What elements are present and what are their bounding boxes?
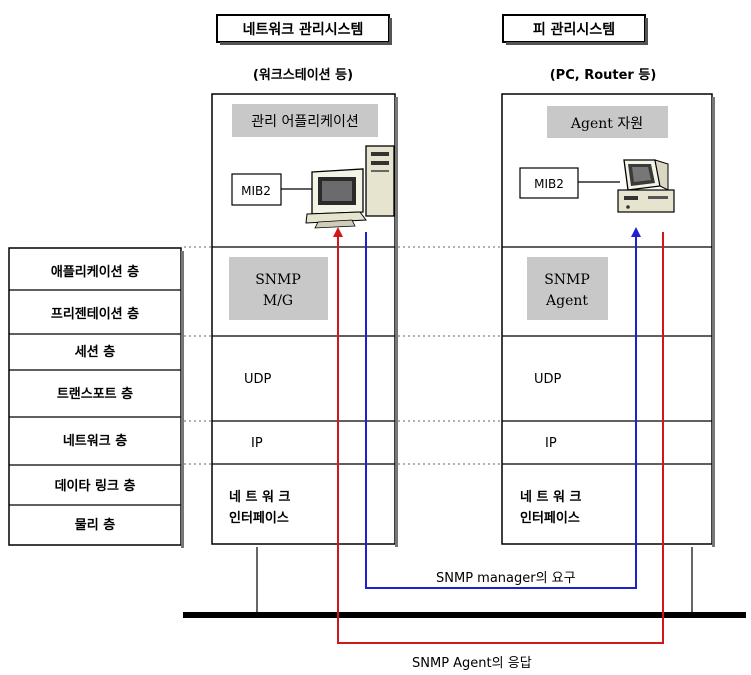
manager-mib-label: MIB2 — [241, 184, 271, 198]
manager-udp-label: UDP — [244, 372, 272, 387]
agent-app-box — [547, 106, 668, 138]
osi-layer-application: 애플리케이션 층 — [51, 264, 139, 280]
agent-net-line2: 인터페이스 — [520, 510, 580, 526]
agent-snmp-line2: Agent — [545, 293, 588, 309]
manager-subtitle: (워크스테이션 등) — [253, 67, 353, 83]
osi-layer-datalink: 데이타 링크 층 — [55, 478, 136, 494]
osi-layer-network: 네트워크 층 — [63, 433, 127, 449]
manager-title-box: 네트워크 관리시스템 — [216, 14, 392, 45]
manager-stack: 관리 어플리케이션 MIB2 SNMP M/G UDP IP 네 트 워 크 인… — [211, 93, 398, 547]
agent-app-label: Agent 자원 — [570, 116, 643, 132]
manager-snmp-line1: SNMP — [255, 272, 301, 288]
manager-ip-label: IP — [251, 436, 263, 451]
agent-title: 피 관리시스템 — [533, 21, 615, 38]
response-flow-label: SNMP Agent의 응답 — [412, 656, 532, 671]
manager-app-label: 관리 어플리케이션 — [251, 114, 359, 130]
agent-title-box: 피 관리시스템 — [502, 14, 648, 45]
response-flow-line — [333, 227, 664, 644]
osi-layer-transport: 트랜스포트 층 — [57, 386, 133, 402]
agent-snmp-box — [527, 257, 608, 320]
manager-title: 네트워크 관리시스템 — [243, 21, 364, 38]
manager-app-box — [232, 104, 378, 137]
network-bus — [183, 547, 746, 618]
agent-udp-label: UDP — [534, 372, 562, 387]
agent-ip-label: IP — [545, 436, 557, 451]
pc-icon — [617, 159, 675, 213]
manager-net-line1: 네 트 워 크 — [229, 489, 290, 505]
osi-layer-stack: 애플리케이션 층 프리젠테이션 층 세션 층 트랜스포트 층 네트워크 층 데이… — [8, 247, 184, 548]
agent-subtitle: (PC, Router 등) — [550, 68, 657, 83]
agent-mib-box — [519, 167, 579, 199]
agent-net-line1: 네 트 워 크 — [520, 489, 581, 505]
agent-snmp-line1: SNMP — [544, 272, 590, 288]
manager-snmp-line2: M/G — [263, 293, 293, 309]
agent-mib-label: MIB2 — [534, 177, 564, 191]
request-flow-line — [365, 227, 641, 589]
layer-guide-lines — [184, 246, 502, 465]
manager-snmp-box — [229, 257, 328, 320]
osi-layer-presentation: 프리젠테이션 층 — [51, 306, 139, 322]
workstation-icon — [305, 145, 395, 229]
osi-layer-session: 세션 층 — [75, 344, 115, 360]
request-flow-label: SNMP manager의 요구 — [436, 571, 576, 586]
manager-net-line2: 인터페이스 — [229, 510, 289, 526]
manager-mib-box — [231, 173, 282, 206]
osi-layer-physical: 물리 층 — [75, 517, 115, 533]
agent-stack: Agent 자원 MIB2 SNMP Agent UDP IP 네 트 워 크 … — [501, 93, 715, 547]
